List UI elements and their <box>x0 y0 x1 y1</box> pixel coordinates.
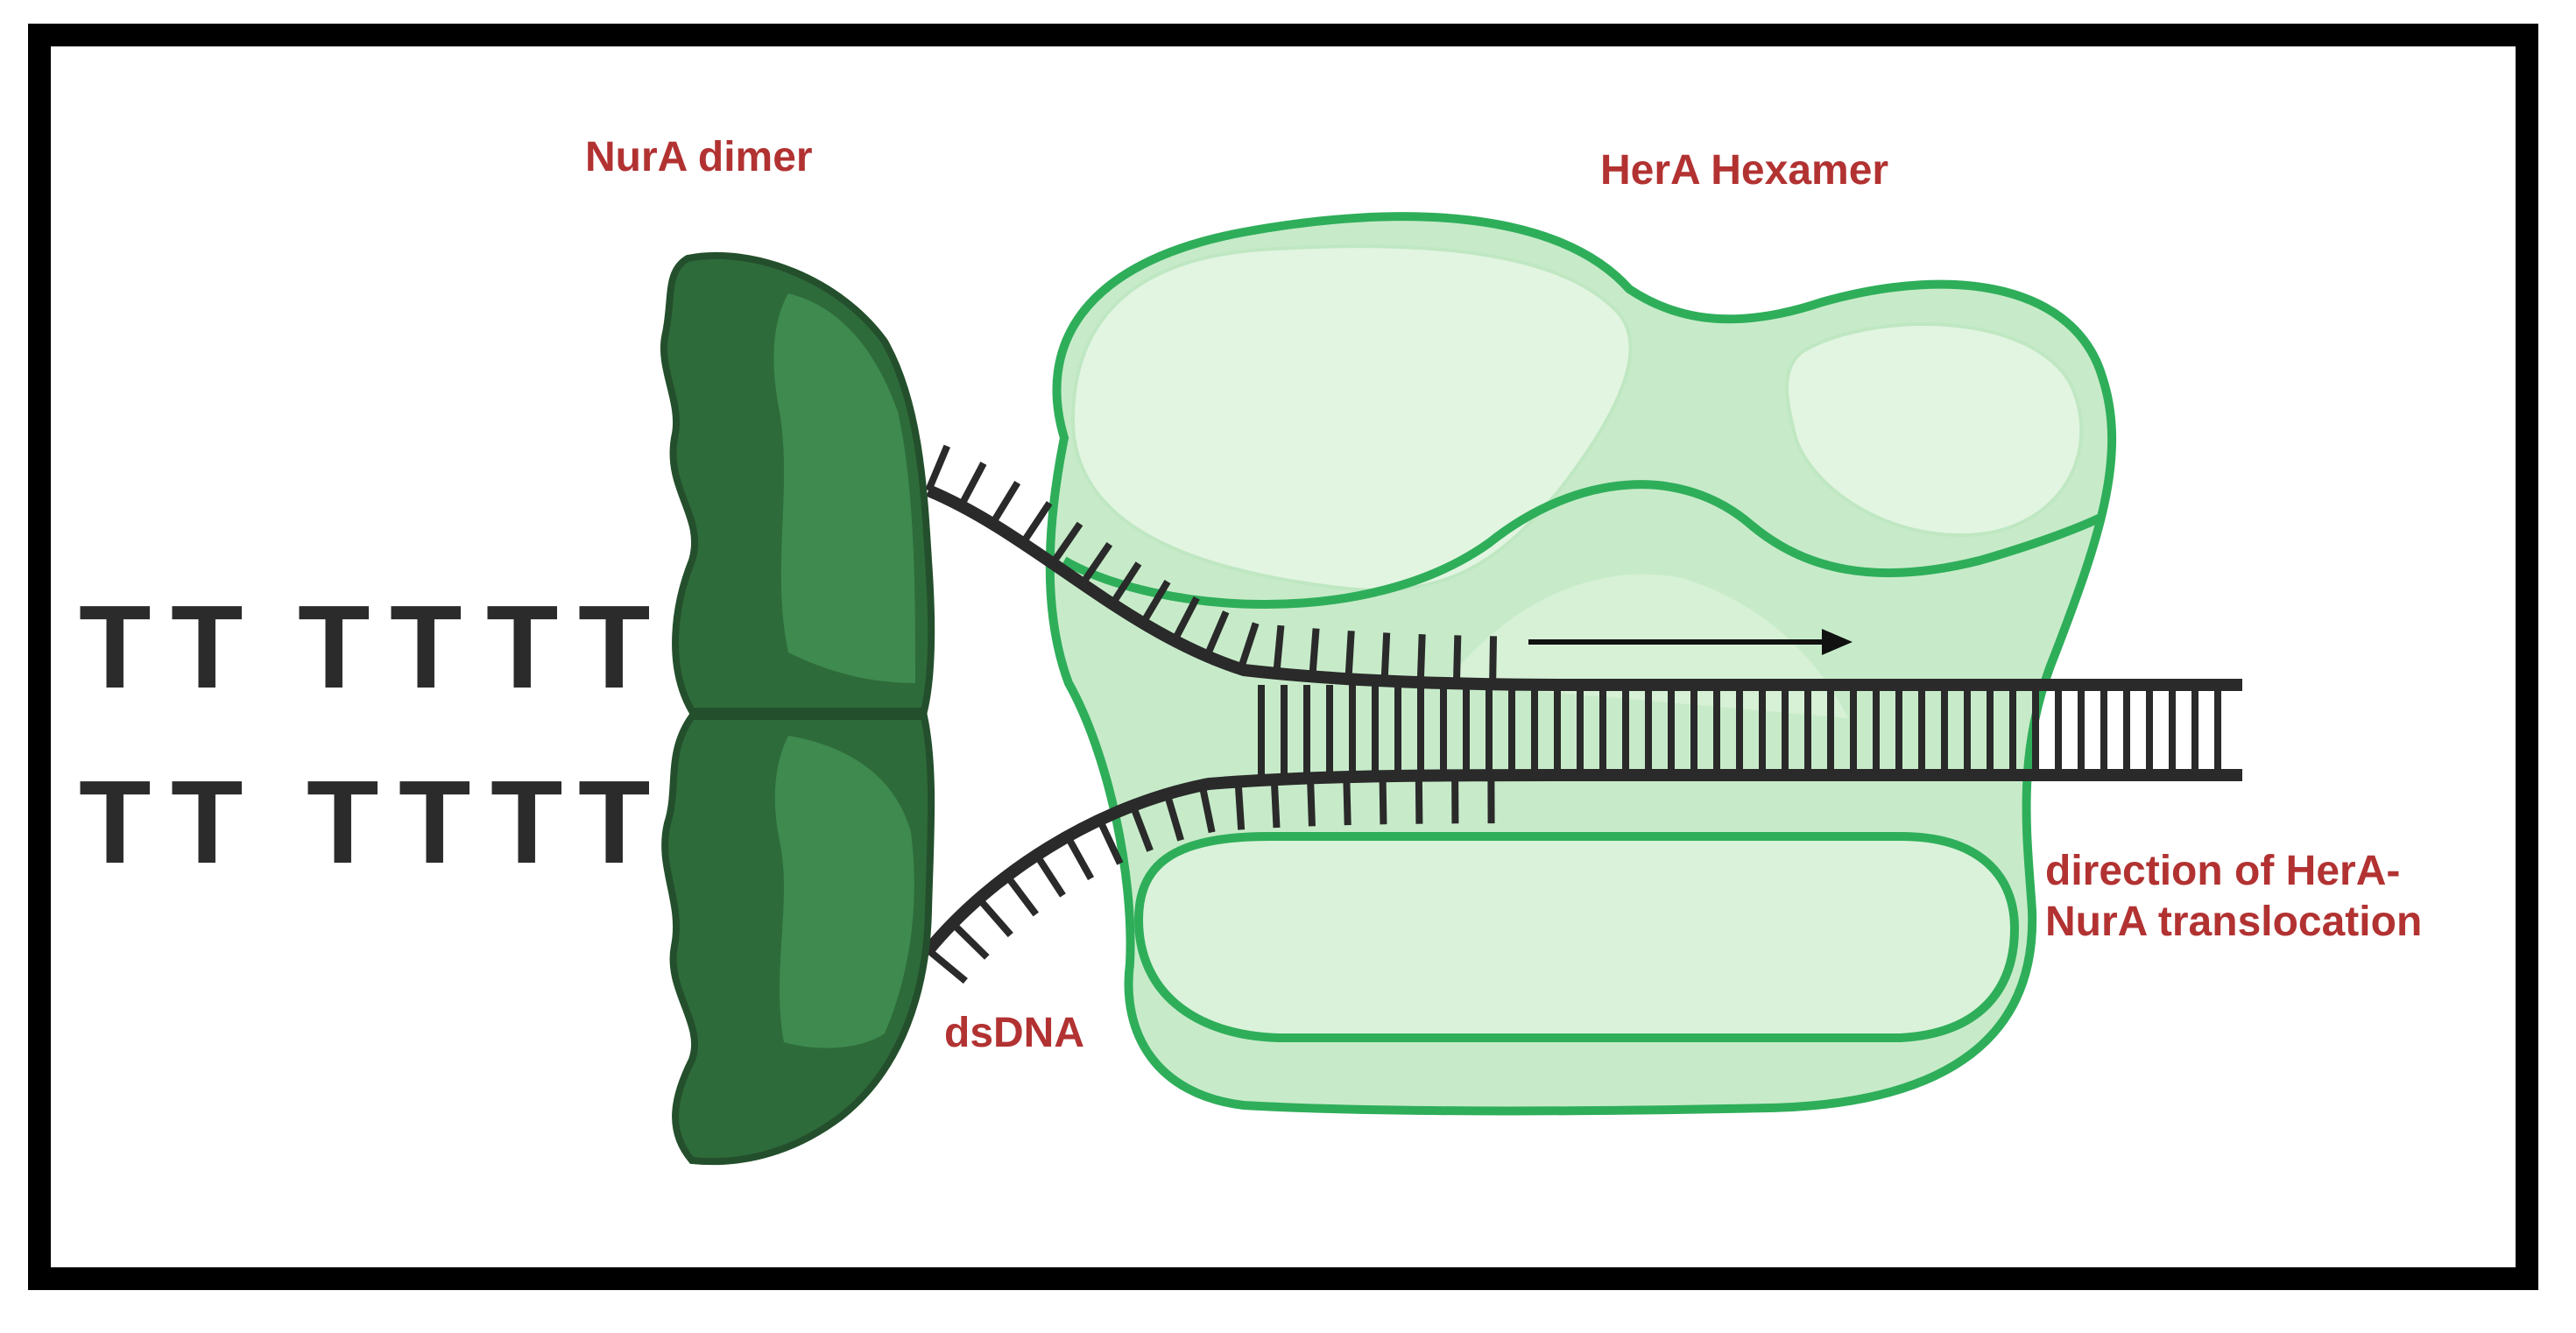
t-symbol: T <box>298 581 370 713</box>
t-symbol: T <box>399 756 470 888</box>
t-symbol: T <box>490 756 562 888</box>
t-symbol: T <box>171 581 243 713</box>
t-symbol: T <box>486 581 558 713</box>
dsdna-tick <box>1346 777 1347 825</box>
dsdna-tick <box>1310 778 1312 826</box>
dsdna-tick <box>1274 779 1277 828</box>
nura-dimer-label: NurA dimer <box>585 134 813 180</box>
dsdna-tick <box>1276 625 1281 674</box>
dsdna-tick <box>1239 782 1242 830</box>
t-symbol: T <box>390 581 462 713</box>
nura-dimer <box>664 256 931 1161</box>
hera-bottom-lobe <box>1139 836 2015 1038</box>
direction-label-line1: direction of HerA- <box>2045 848 2400 894</box>
dsdna-tick <box>1419 776 1420 824</box>
t-symbol: T <box>79 756 151 888</box>
direction-label-line2: NurA translocation <box>2045 899 2422 945</box>
dsdna-tick <box>1312 629 1316 677</box>
t-symbol: T <box>171 756 243 888</box>
dsdna-tick <box>1348 631 1351 679</box>
t-symbol: T <box>578 581 650 713</box>
dsdna-label: dsDNA <box>944 1010 1084 1056</box>
t-symbol: T <box>307 756 378 888</box>
hera-hexamer-label: HerA Hexamer <box>1600 147 1888 194</box>
dsdna-tick <box>1385 632 1387 681</box>
dsdna-tick <box>1421 634 1422 682</box>
dsdna-tick <box>1383 776 1384 824</box>
t-symbol: T <box>79 581 151 713</box>
t-symbol: T <box>578 756 650 888</box>
